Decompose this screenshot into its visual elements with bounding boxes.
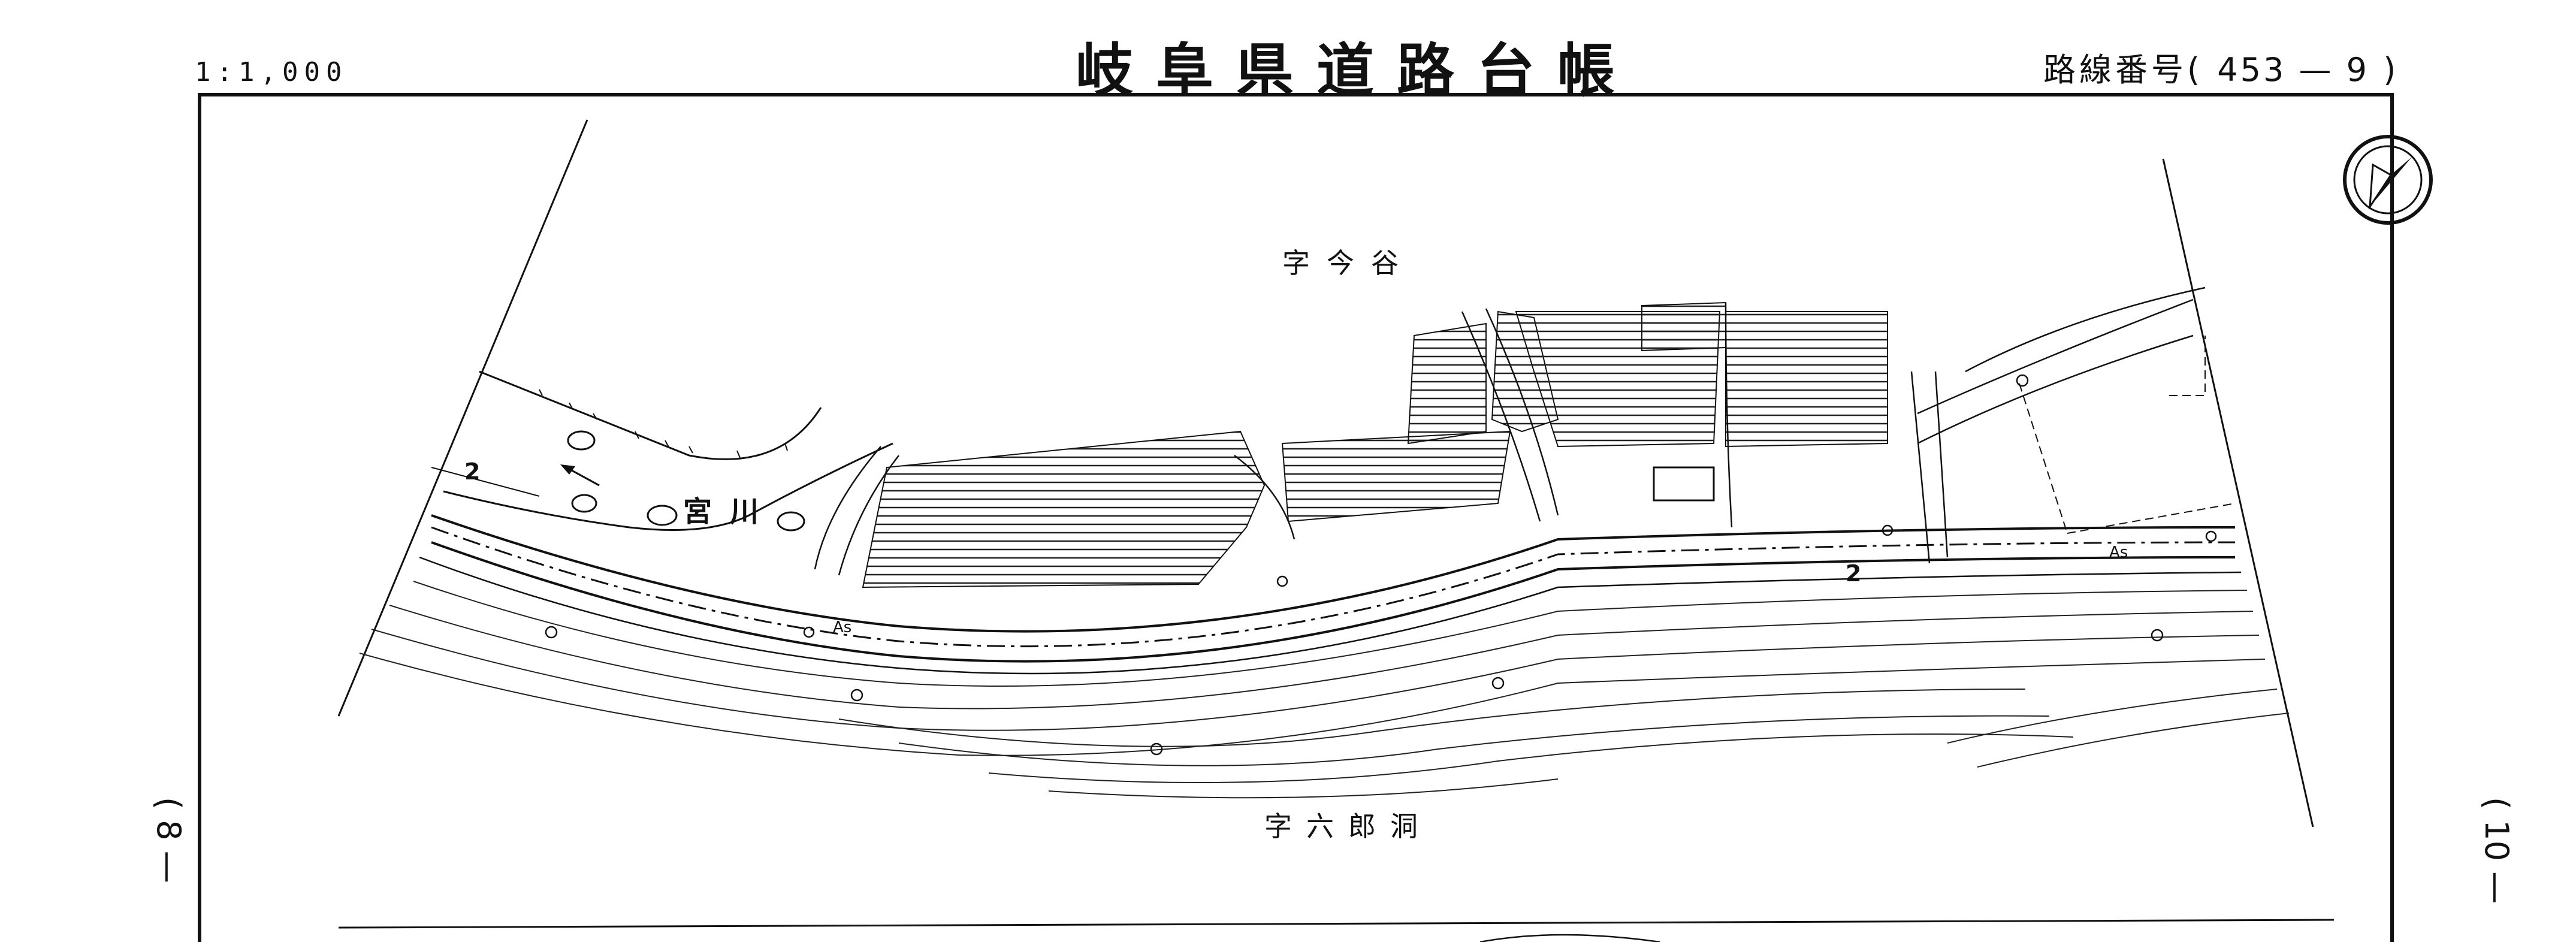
road-surface-label-left: As bbox=[833, 618, 851, 636]
river-flow-arrowhead bbox=[560, 464, 575, 475]
page-mark-right: ( 10 — bbox=[2478, 797, 2515, 904]
map-scale: 1:1,000 bbox=[195, 57, 348, 87]
route-label: 路線番号 bbox=[2043, 51, 2187, 89]
sheet-edge-left bbox=[337, 119, 588, 717]
building-outline bbox=[1653, 466, 1715, 502]
station-label-right: 2 bbox=[1846, 560, 1861, 587]
route-close-paren: ) bbox=[2383, 51, 2400, 89]
sheet-edge-right bbox=[2162, 158, 2314, 828]
side-roads bbox=[814, 286, 2206, 576]
survey-markers bbox=[545, 374, 2217, 756]
map-frame bbox=[198, 93, 2394, 942]
river-name: 宮川 bbox=[683, 495, 777, 529]
north-arrow-icon bbox=[2343, 135, 2433, 225]
page-mark-left: ( 8 — bbox=[150, 797, 188, 883]
place-name-south: 字六郎洞 bbox=[1264, 810, 1432, 843]
hatched-areas bbox=[862, 301, 1888, 588]
place-name-north: 字今谷 bbox=[1282, 247, 1415, 279]
contour-lines bbox=[359, 581, 2290, 799]
river: 宮川 bbox=[431, 370, 893, 532]
route-number: 路線番号( 453 — 9 ) bbox=[2043, 43, 2399, 90]
station-label-left: 2 bbox=[464, 458, 480, 485]
main-road bbox=[419, 514, 2242, 675]
road-surface-label-right: As bbox=[2109, 544, 2128, 561]
bottom-border-line bbox=[338, 919, 2335, 929]
fenced-plot bbox=[2019, 336, 2236, 534]
route-number-value: 453 — 9 bbox=[2217, 51, 2370, 89]
route-open-paren: ( bbox=[2187, 51, 2204, 89]
